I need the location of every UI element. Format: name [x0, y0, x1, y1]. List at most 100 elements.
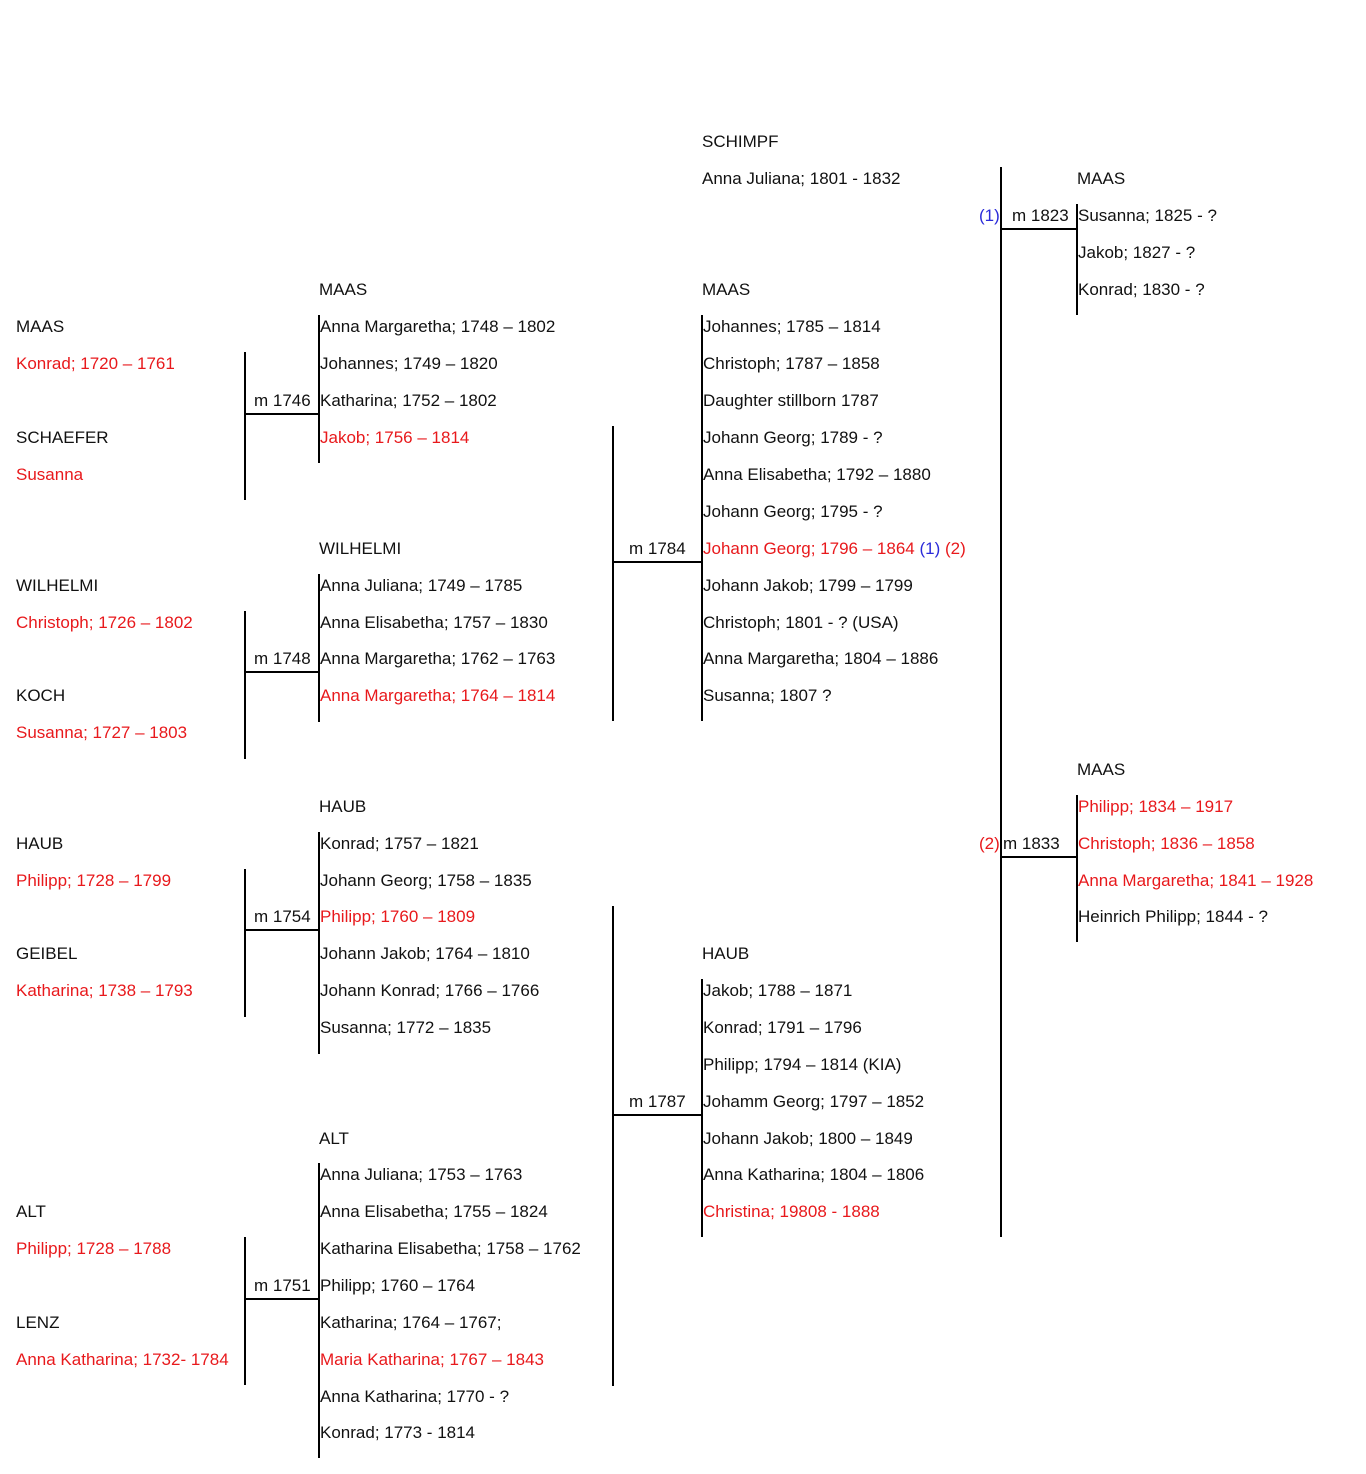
person-konrad-maas: Konrad; 1720 – 1761: [16, 354, 175, 373]
person-anna-juliana-schimpf: Anna Juliana; 1801 - 1832: [702, 169, 901, 188]
family-line: [701, 315, 703, 721]
child-entry-direct-line: Maria Katharina; 1767 – 1843: [320, 1350, 544, 1369]
marriage-label-1787: m 1787: [629, 1092, 686, 1111]
child-entry: Anna Juliana; 1753 – 1763: [320, 1165, 523, 1184]
marriage-label-1746: m 1746: [254, 391, 311, 410]
marriage-marker-2: (2): [979, 834, 1000, 853]
marriage-marker-1: (1): [979, 206, 1000, 225]
marriage-line: [244, 413, 319, 415]
child-entry: Johann Jakob; 1799 – 1799: [703, 576, 913, 595]
child-entry: Konrad; 1757 – 1821: [320, 834, 479, 853]
family-surname-maas: MAAS: [702, 280, 751, 299]
surname-schimpf: SCHIMPF: [702, 132, 779, 151]
child-entry: Jakob; 1827 - ?: [1078, 243, 1196, 262]
family-surname-maas: MAAS: [319, 280, 368, 299]
person-philipp-alt: Philipp; 1728 – 1788: [16, 1239, 172, 1258]
person-susanna-schaefer: Susanna: [16, 465, 84, 484]
marriage-line: [244, 929, 319, 931]
child-entry-direct-line: Philipp; 1834 – 1917: [1078, 797, 1234, 816]
marriage-label-1748: m 1748: [254, 649, 311, 668]
child-entry: Johannes; 1785 – 1814: [703, 317, 881, 336]
child-entry-direct-line: Christoph; 1836 – 1858: [1078, 834, 1255, 853]
surname-wilhelmi: WILHELMI: [16, 576, 99, 595]
child-entry: Anna Elisabetha; 1755 – 1824: [320, 1202, 548, 1221]
child-entry: Johann Jakob; 1764 – 1810: [320, 944, 530, 963]
child-entry: Katharina; 1752 – 1802: [320, 391, 497, 410]
bracket-line: [1000, 167, 1002, 1237]
child-entry: Anna Juliana; 1749 – 1785: [320, 576, 523, 595]
child-entry: Johannes; 1749 – 1820: [320, 354, 498, 373]
child-entry: Susanna; 1772 – 1835: [320, 1018, 492, 1037]
family-surname-maas: MAAS: [1077, 760, 1126, 779]
child-entry-direct-line: Johann Georg; 1796 – 1864: [703, 539, 915, 558]
family-surname-wilhelmi: WILHELMI: [319, 539, 402, 558]
child-entry: Christoph; 1787 – 1858: [703, 354, 880, 373]
child-entry: Anna Margaretha; 1804 – 1886: [703, 649, 939, 668]
child-entry: Johamm Georg; 1797 – 1852: [703, 1092, 925, 1111]
family-surname-haub: HAUB: [702, 944, 750, 963]
surname-haub: HAUB: [16, 834, 64, 853]
family-line: [1076, 204, 1078, 315]
child-entry: Johann Georg; 1758 – 1835: [320, 871, 532, 890]
family-line: [318, 832, 320, 1054]
child-entry: Jakob; 1788 – 1871: [703, 981, 853, 1000]
person-katharina-geibel: Katharina; 1738 – 1793: [16, 981, 193, 1000]
marriage-marker-2: (2): [944, 539, 966, 558]
family-line: [318, 315, 320, 463]
marriage-line: [244, 1298, 319, 1300]
bracket-line: [244, 869, 246, 1017]
marriage-line: [1000, 228, 1077, 230]
marriage-label-1751: m 1751: [254, 1276, 311, 1295]
marriage-marker-1: (1): [919, 539, 941, 558]
surname-schaefer: SCHAEFER: [16, 428, 109, 447]
child-entry-direct-line-row: Johann Georg; 1796 – 1864 (1) (2): [703, 539, 966, 559]
bracket-line: [612, 906, 614, 1386]
child-entry: Konrad; 1830 - ?: [1078, 280, 1205, 299]
child-entry: Anna Margaretha; 1762 – 1763: [320, 649, 556, 668]
child-entry: Susanna; 1807 ?: [703, 686, 832, 705]
family-surname-haub: HAUB: [319, 797, 367, 816]
surname-alt: ALT: [16, 1202, 46, 1221]
child-entry: Konrad; 1773 - 1814: [320, 1423, 476, 1442]
marriage-label-1833: m 1833: [1003, 834, 1060, 853]
marriage-line: [612, 1114, 702, 1116]
marriage-label-1784: m 1784: [629, 539, 686, 558]
child-entry: Konrad; 1791 – 1796: [703, 1018, 862, 1037]
bracket-line: [612, 426, 614, 721]
child-entry: Anna Margaretha; 1748 – 1802: [320, 317, 556, 336]
family-line: [1076, 795, 1078, 942]
bracket-line: [244, 611, 246, 759]
child-entry-direct-line: Christina; 19808 - 1888: [703, 1202, 880, 1221]
child-entry: Johann Konrad; 1766 – 1766: [320, 981, 540, 1000]
marriage-label-1754: m 1754: [254, 907, 311, 926]
child-entry-direct-line: Philipp; 1760 – 1809: [320, 907, 476, 926]
child-entry-direct-line: Jakob; 1756 – 1814: [320, 428, 470, 447]
surname-geibel: GEIBEL: [16, 944, 78, 963]
person-philipp-haub: Philipp; 1728 – 1799: [16, 871, 172, 890]
marriage-line: [612, 561, 702, 563]
family-line: [318, 1163, 320, 1458]
child-entry: Johann Georg; 1789 - ?: [703, 428, 883, 447]
person-susanna-koch: Susanna; 1727 – 1803: [16, 723, 188, 742]
child-entry: Philipp; 1794 – 1814 (KIA): [703, 1055, 902, 1074]
person-anna-katharina-lenz: Anna Katharina; 1732- 1784: [16, 1350, 229, 1369]
child-entry: Anna Katharina; 1770 - ?: [320, 1387, 510, 1406]
bracket-line: [244, 352, 246, 500]
child-entry: Philipp; 1760 – 1764: [320, 1276, 476, 1295]
family-line: [701, 979, 703, 1237]
marriage-line: [244, 671, 319, 673]
child-entry-direct-line: Anna Margaretha; 1841 – 1928: [1078, 871, 1314, 890]
child-entry-direct-line: Anna Margaretha; 1764 – 1814: [320, 686, 556, 705]
family-line: [318, 574, 320, 722]
surname-maas: MAAS: [16, 317, 65, 336]
marriage-line: [1000, 856, 1077, 858]
family-surname-maas: MAAS: [1077, 169, 1126, 188]
child-entry: Johann Georg; 1795 - ?: [703, 502, 883, 521]
child-entry: Anna Elisabetha; 1757 – 1830: [320, 613, 548, 632]
bracket-line: [244, 1237, 246, 1385]
child-entry: Daughter stillborn 1787: [703, 391, 879, 410]
child-entry: Johann Jakob; 1800 – 1849: [703, 1129, 913, 1148]
child-entry: Susanna; 1825 - ?: [1078, 206, 1217, 225]
child-entry: Christoph; 1801 - ? (USA): [703, 613, 899, 632]
child-entry: Anna Katharina; 1804 – 1806: [703, 1165, 925, 1184]
